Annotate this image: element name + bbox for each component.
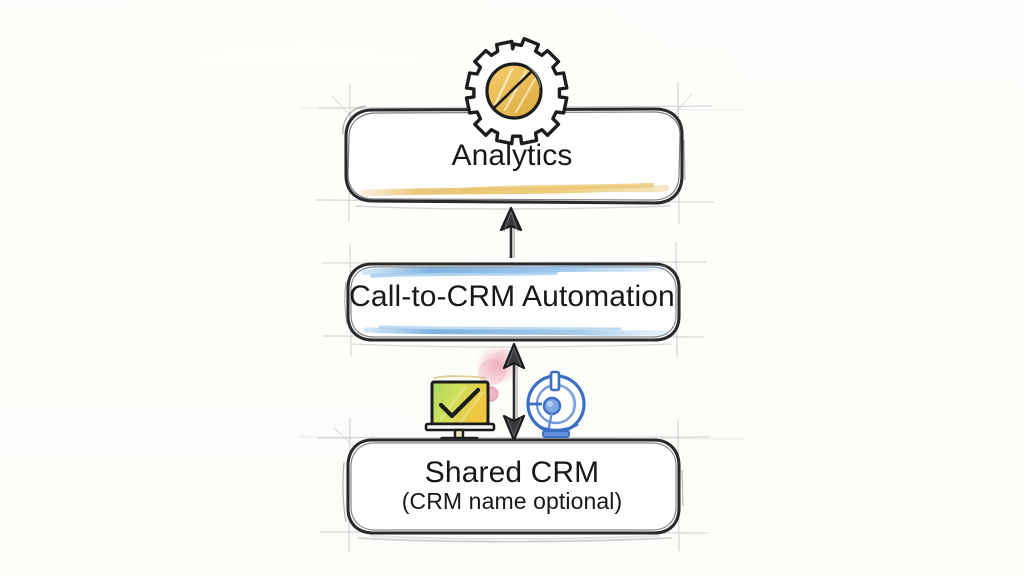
gear-icon bbox=[464, 37, 569, 146]
analytics-accent-stroke bbox=[360, 182, 670, 197]
automation-accent-strokes bbox=[361, 265, 669, 336]
node-shared-crm[interactable] bbox=[342, 438, 684, 543]
connector-crm-to-automation bbox=[502, 342, 526, 442]
node-automation[interactable] bbox=[344, 262, 681, 348]
node-analytics[interactable] bbox=[342, 105, 686, 210]
monitor-chart-icon bbox=[424, 375, 496, 445]
dial-icon bbox=[526, 370, 586, 438]
connector-automation-to-analytics bbox=[499, 206, 523, 258]
